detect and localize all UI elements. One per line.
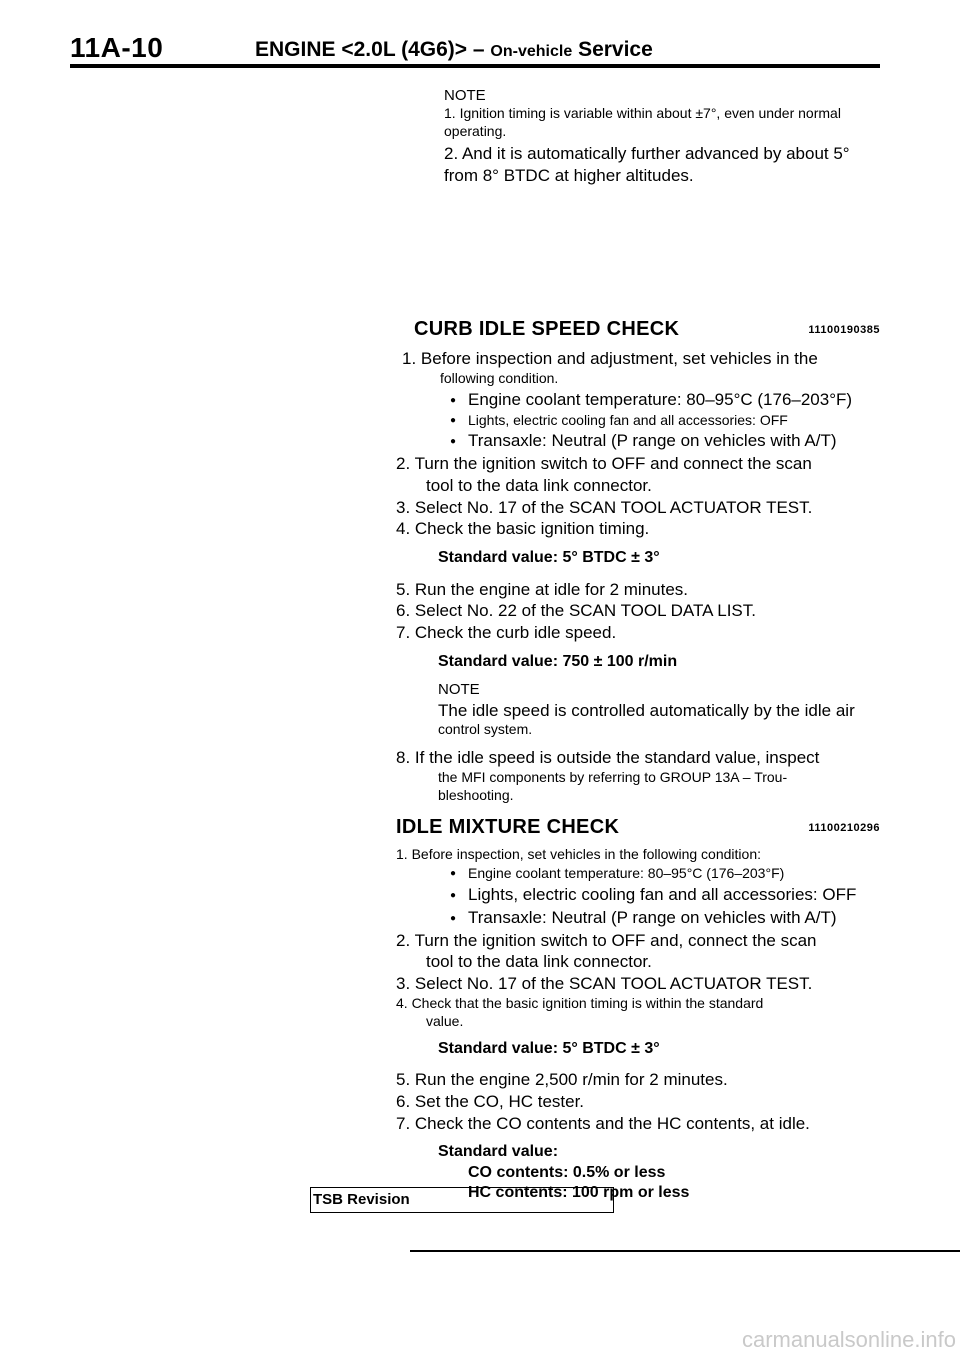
page-content: NOTE 1. Ignition timing is variable with… bbox=[396, 86, 880, 1204]
page-number: 11A-10 bbox=[70, 32, 164, 63]
header-section: ENGINE bbox=[255, 38, 336, 61]
mixture-step-2-cont: tool to the data link connector. bbox=[426, 952, 652, 972]
curb-bullet-2: Lights, electric cooling fan and all acc… bbox=[450, 412, 880, 430]
mixture-step-3: 3. Select No. 17 of the SCAN TOOL ACTUAT… bbox=[396, 974, 813, 994]
curb-step-3: 3. Select No. 17 of the SCAN TOOL ACTUAT… bbox=[396, 497, 813, 517]
curb-note-text: The idle speed is controlled automatical… bbox=[438, 700, 855, 720]
mixture-step-4-cont: value. bbox=[426, 1012, 464, 1029]
curb-bullet-1: Engine coolant temperature: 80–95°C (176… bbox=[450, 389, 880, 411]
curb-bullet-3: Transaxle: Neutral (P range on vehicles … bbox=[450, 430, 880, 452]
curb-standard-1: Standard value: 5° BTDC ± 3° bbox=[438, 549, 660, 567]
mixture-standard-label: Standard value: bbox=[438, 1143, 559, 1161]
curb-step-6: 6. Select No. 22 of the SCAN TOOL DATA L… bbox=[396, 601, 756, 621]
mixture-step-1: 1. Before inspection, set vehicles in th… bbox=[396, 846, 761, 863]
curb-idle-title-text: CURB IDLE SPEED CHECK bbox=[414, 317, 680, 340]
mixture-standard-1: Standard value: 5° BTDC ± 3° bbox=[438, 1039, 660, 1057]
mixture-standard-co: CO contents: 0.5% or less bbox=[468, 1163, 666, 1181]
curb-step-8-cont: the MFI components by referring to GROUP… bbox=[438, 768, 788, 785]
mixture-step-2: 2. Turn the ignition switch to OFF and, … bbox=[396, 930, 817, 950]
curb-note: NOTE The idle speed is controlled automa… bbox=[438, 680, 880, 739]
curb-step-5: 5. Run the engine at idle for 2 minutes. bbox=[396, 579, 689, 599]
mixture-step-6: 6. Set the CO, HC tester. bbox=[396, 1091, 585, 1111]
curb-note-label: NOTE bbox=[438, 681, 480, 699]
tsb-revision-box: TSB Revision bbox=[310, 1187, 614, 1213]
curb-note-text-2: control system. bbox=[438, 721, 533, 738]
curb-idle-title: CURB IDLE SPEED CHECK 11100190385 bbox=[414, 317, 880, 343]
mixture-step-4: 4. Check that the basic ignition timing … bbox=[396, 994, 764, 1011]
mixture-bullet-3: Transaxle: Neutral (P range on vehicles … bbox=[450, 907, 880, 929]
header-sub-small: On-vehicle bbox=[490, 43, 573, 60]
idle-mixture-code: 11100210296 bbox=[808, 821, 880, 834]
mixture-step-7: 7. Check the CO contents and the HC cont… bbox=[396, 1113, 810, 1133]
curb-standard-2: Standard value: 750 ± 100 r/min bbox=[438, 652, 678, 670]
curb-step-1: 1. Before inspection and adjustment, set… bbox=[402, 349, 818, 369]
curb-step-1-cont: following condition. bbox=[440, 369, 559, 386]
mixture-step-5: 5. Run the engine 2,500 r/min for 2 minu… bbox=[396, 1070, 728, 1090]
curb-step-4: 4. Check the basic ignition timing. bbox=[396, 519, 650, 539]
mixture-bullet-2: Lights, electric cooling fan and all acc… bbox=[450, 884, 880, 906]
idle-mixture-title-text: IDLE MIXTURE CHECK bbox=[396, 815, 620, 838]
curb-step-8-cont-2: bleshooting. bbox=[438, 786, 514, 803]
idle-mixture-title: IDLE MIXTURE CHECK 11100210296 bbox=[396, 815, 880, 841]
mixture-bullet-1: Engine coolant temperature: 80–95°C (176… bbox=[450, 865, 880, 883]
header-rule bbox=[70, 64, 880, 68]
curb-idle-code: 11100190385 bbox=[808, 323, 880, 336]
header-title: ENGINE <2.0L (4G6)> – On-vehicle Service bbox=[255, 38, 653, 62]
curb-step-7: 7. Check the curb idle speed. bbox=[396, 623, 617, 643]
watermark: carmanualsonline.info bbox=[741, 1327, 956, 1352]
header-engine: <2.0L (4G6)> – bbox=[341, 38, 485, 61]
curb-step-2: 2. Turn the ignition switch to OFF and c… bbox=[396, 454, 812, 474]
bottom-rule bbox=[410, 1250, 960, 1252]
mixture-standard-hc: HC contents: 100 rpm or less bbox=[468, 1184, 690, 1202]
top-note-item-1: 1. Ignition timing is variable within ab… bbox=[444, 105, 841, 140]
curb-step-2-cont: tool to the data link connector. bbox=[426, 475, 652, 495]
top-note-item-2: 2. And it is automatically further advan… bbox=[444, 144, 850, 185]
header-sub-big: Service bbox=[578, 38, 653, 61]
curb-step-8: 8. If the idle speed is outside the stan… bbox=[396, 748, 820, 768]
top-note-label: NOTE bbox=[444, 87, 486, 104]
